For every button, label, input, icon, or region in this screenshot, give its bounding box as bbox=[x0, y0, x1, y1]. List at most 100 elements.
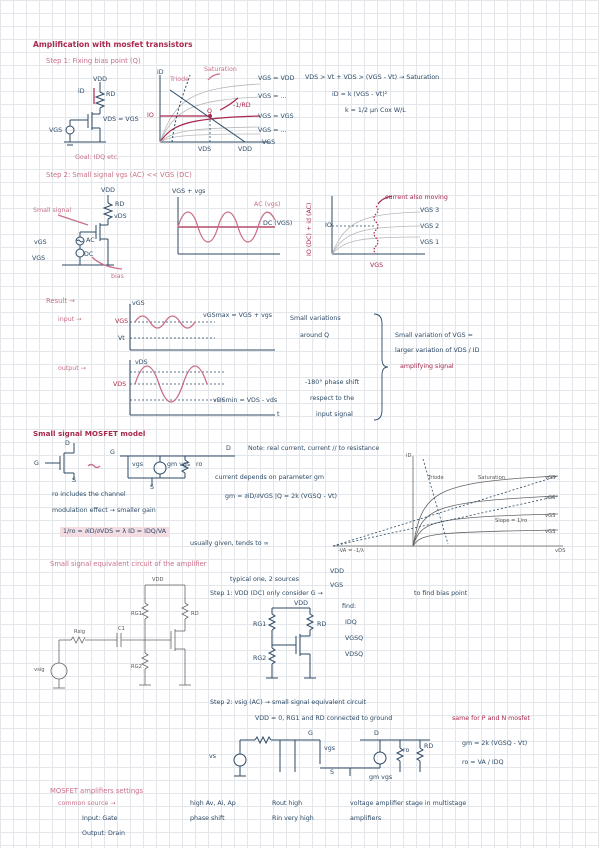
equiv-same: same for P and N mosfet bbox=[452, 715, 530, 722]
equiv-ac-vsig: vs bbox=[209, 753, 217, 760]
model-graph-vds: vDS bbox=[555, 548, 566, 554]
equiv-find: find: bbox=[342, 603, 357, 610]
model-graph-vgs-2: vGS bbox=[545, 495, 556, 501]
step1-graph-vds: VDS bbox=[198, 146, 212, 153]
equiv-ro: ro = VA / IDQ bbox=[462, 759, 504, 766]
equiv-ac-s: S bbox=[330, 769, 334, 776]
step1-vdd: VDD bbox=[93, 76, 108, 83]
step1-vgs: VGS bbox=[49, 127, 63, 134]
model-note: Note: real current, current // to resist… bbox=[248, 445, 380, 452]
settings-col1-1: high Av, Ai, Ap bbox=[190, 800, 236, 807]
step2-curve-vgs: VGS bbox=[370, 262, 384, 269]
model-iv-graph bbox=[332, 456, 563, 547]
step1-eq-saturation: VDS > Vt + VDS > (VGS - Vt) → Saturation bbox=[305, 74, 440, 81]
model-graph-vgs-4: vGS bbox=[545, 529, 556, 535]
equiv-rd: RD bbox=[191, 611, 199, 617]
step2-rd: RD bbox=[115, 201, 125, 208]
settings-col3-1: voltage amplifier stage in multistage bbox=[350, 800, 467, 807]
result-vds-level: VDS bbox=[113, 381, 127, 388]
model-circuit bbox=[45, 443, 235, 486]
model-d: D bbox=[226, 445, 231, 452]
equiv-dc-rg2: RG2 bbox=[253, 655, 267, 662]
result-vt: Vt bbox=[118, 335, 125, 342]
equiv-step2-note: VDD = 0, RG1 and RD connected to ground bbox=[255, 715, 393, 722]
equiv-rsig: Rsig bbox=[74, 629, 86, 635]
step1-eq-id: iD = k (VGS - Vt)² bbox=[332, 91, 388, 98]
step2-ac: AC bbox=[86, 237, 95, 244]
result-vdsmin: vDSmin = VDS - vds bbox=[213, 397, 278, 404]
equiv-step2: Step 2: vsig (AC) → small signal equival… bbox=[210, 699, 367, 706]
step1-curve-label-2: VGS = ... bbox=[258, 93, 287, 100]
model-graph-vgs-1: vGS bbox=[545, 475, 556, 481]
equiv-ac-circuit bbox=[233, 735, 430, 777]
equiv-ac-rd: RD bbox=[424, 743, 434, 750]
result-input: input → bbox=[58, 316, 82, 323]
equiv-vsig: vsig bbox=[34, 667, 45, 673]
equiv-ac-gm: gm vgs bbox=[369, 774, 393, 781]
step2-wave-graph bbox=[177, 197, 280, 255]
result-heading: Result → bbox=[46, 297, 75, 305]
model-ro: ro bbox=[196, 461, 203, 468]
settings-common-source: common source → bbox=[58, 800, 116, 807]
result-output: output → bbox=[58, 365, 87, 372]
equiv-heading: Small signal equivalent circuit of the a… bbox=[50, 560, 207, 568]
step1-vgs-arrow: VGS bbox=[262, 139, 276, 146]
step1-circuit bbox=[64, 82, 106, 146]
equiv-step1: Step 1: VDD (DC) only consider G → bbox=[210, 590, 323, 597]
result-note-output-1: -180° phase shift bbox=[305, 379, 360, 386]
result-vgsmax: vGSmax = VGS + vgs bbox=[203, 312, 273, 319]
result-note-input-1: Small variations bbox=[290, 315, 341, 322]
step1-rd: RD bbox=[106, 91, 116, 98]
step2-vdd: VDD bbox=[101, 187, 116, 194]
equiv-ac-ro: ro bbox=[403, 747, 410, 754]
page-title: Amplification with mosfet transistors bbox=[33, 40, 193, 49]
step2-curve-label-1: VGS 1 bbox=[420, 239, 440, 246]
model-modulation: modulation effect → smaller gain bbox=[52, 507, 156, 514]
settings-col2-1: Rout high bbox=[272, 800, 303, 807]
step1-curve-label-3: VGS = VGS bbox=[258, 113, 294, 120]
result-note-output-2: respect to the bbox=[310, 395, 355, 402]
model-ro-includes: ro includes the channel bbox=[52, 491, 126, 498]
settings-input: Input: Gate bbox=[82, 815, 118, 822]
model-vgs: vgs bbox=[132, 461, 144, 468]
step2-vgs-dc: VGS bbox=[32, 255, 46, 262]
step1-vds: VDS = VGS bbox=[103, 116, 139, 123]
step2-dc: DC bbox=[84, 251, 94, 258]
step1-curve-label-1: VGS = VDD bbox=[258, 75, 295, 82]
step1-curve-label-4: VGS = ... bbox=[258, 127, 287, 134]
result-note-output-3: input signal bbox=[316, 411, 353, 418]
equiv-ac-d: D bbox=[374, 730, 379, 737]
equiv-gm: gm = 2k (VGSQ - Vt) bbox=[462, 740, 528, 747]
step1-graph-id: iD bbox=[157, 69, 164, 76]
step1-goal: Goal: IDQ etc. bbox=[75, 154, 119, 161]
model-s: S bbox=[150, 484, 154, 491]
step1-eq-k: k = 1/2 μn Cox W/L bbox=[345, 107, 406, 114]
model-graph-slope: Slope = 1/ro bbox=[495, 518, 528, 524]
settings-col2-2: Rin very high bbox=[272, 815, 314, 822]
equiv-r2: RG2 bbox=[131, 664, 142, 670]
equiv-c1: C1 bbox=[118, 626, 125, 632]
step2-vds: vDS bbox=[114, 213, 127, 220]
step2-current-moving: current also moving bbox=[385, 194, 448, 201]
model-graph-saturation: Saturation bbox=[478, 475, 506, 481]
step1-heading: Step 1: Fixing bias point (Q) bbox=[46, 57, 141, 65]
equiv-dc-vdd: VDD bbox=[294, 600, 309, 607]
step1-id: iD bbox=[78, 88, 85, 95]
result-t: t bbox=[277, 411, 280, 418]
equiv-dc-circuit bbox=[266, 607, 316, 679]
step2-circuit bbox=[57, 195, 123, 270]
step2-small-signal: Small signal bbox=[33, 207, 72, 214]
step2-curve-label-2: VGS 2 bbox=[420, 223, 440, 230]
equiv-step1b: to find bias point bbox=[414, 590, 468, 597]
result-vgs: vGS bbox=[132, 300, 145, 307]
model-usually: usually given, tends to ∞ bbox=[190, 540, 269, 547]
step2-curve-label-3: VGS 3 bbox=[420, 207, 440, 214]
equiv-amplifier-circuit bbox=[50, 584, 191, 689]
settings-heading: MOSFET amplifiers settings bbox=[50, 787, 143, 795]
settings-col1-2: phase shift bbox=[190, 815, 225, 822]
result-note-input-2: around Q bbox=[300, 332, 330, 339]
result-waves bbox=[129, 304, 275, 416]
settings-col3-2: amplifiers bbox=[350, 815, 382, 822]
step1-graph-q: Q bbox=[207, 108, 212, 115]
model-graph-vgs-3: vGS bbox=[545, 513, 556, 519]
